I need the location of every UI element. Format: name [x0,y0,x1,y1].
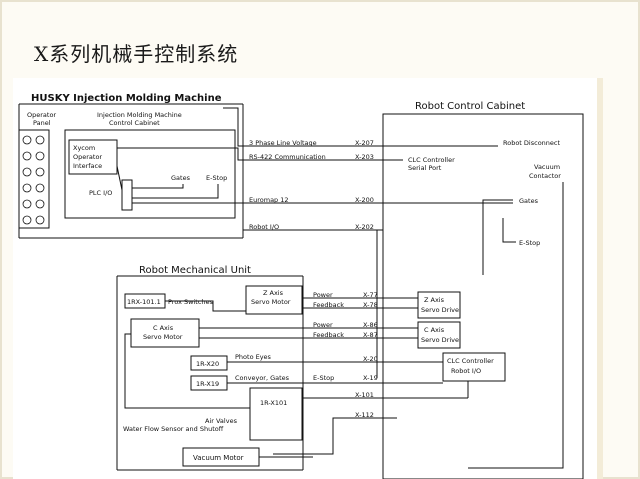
slide-title: X系列机械手控制系统 [34,42,239,66]
link-3phase-x: X-207 [355,139,374,147]
c-axis-motor-label-1: C Axis [153,324,174,332]
c-axis-servo-motor [130,318,200,348]
decorative-bar [597,78,603,479]
clc-controller-robot-io [442,352,506,382]
diagram-panel: HUSKY Injection Molding Machine Operator… [13,78,597,479]
mech-left-bus [124,333,250,409]
link-3phase-wire [223,107,498,147]
imm-cabinet-label-1: Injection Molding Machine [97,111,182,119]
x19-label: X-19 [363,374,378,382]
operator-panel [18,129,50,229]
clc-serial-label-2: Serial Port [408,164,442,172]
xycom-label-2: Operator [73,153,102,161]
c-drive-label-2: Servo Drive [421,336,459,344]
operator-panel-label-2: Panel [33,119,51,127]
power-2-label: Power [313,321,333,329]
irx-label: 1RX-101.1 [127,298,161,306]
xycom-label-1: Xycom [73,144,95,152]
robot-control-cabinet [382,113,584,479]
plc-io-label: PLC I/O [89,189,112,197]
link-3phase-label: 3 Phase Line Voltage [249,139,317,147]
vacuum-contactor-label-2: Contactor [529,172,561,180]
robot-cabinet-title: Robot Control Cabinet [415,101,525,112]
x78-label: X-78 [363,301,378,309]
estop-label: E-Stop [206,174,227,182]
link-robotio-x: X-202 [355,223,374,231]
estop-right-label: E-Stop [519,239,540,247]
conveyor-gates-label: Conveyor, Gates [235,374,290,382]
feedback-2-label: Feedback [313,331,344,339]
gates-label: Gates [171,174,191,182]
plc-io-box [121,179,133,211]
x112-wire [273,417,397,455]
imm-cabinet-box [64,129,236,219]
ir-x101-label: 1R-X101 [260,399,287,407]
link-robotio-label: Robot I/O [249,223,279,231]
z-drive-label-1: Z Axis [424,296,445,304]
clc-robotio-label-2: Robot I/O [451,367,481,375]
operator-panel-buttons [22,135,45,225]
mech-unit-title: Robot Mechanical Unit [139,265,251,276]
husky-title: HUSKY Injection Molding Machine [31,93,222,104]
vacuum-motor-label: Vacuum Motor [193,454,244,462]
z-axis-motor-label-1: Z Axis [263,289,284,297]
xycom-plc-wire [116,165,123,191]
operator-panel-label-1: Operator [27,111,56,119]
clc-robotio-label-1: CLC Controller [447,357,494,365]
z-drive-label-2: Servo Drive [421,306,459,314]
link-rs422-wire [117,147,403,161]
x86-label: X-86 [363,321,378,329]
air-valves-label-1: Air Valves [205,417,238,425]
link-euromap-label: Euromap 12 [249,196,289,204]
xycom-interface [68,139,118,175]
prox-switches-label: Prox Switches [168,298,214,306]
power-1-label: Power [313,291,333,299]
ir-x19-label: 1R-X19 [196,380,219,388]
imm-cabinet-label-2: Control Cabinet [109,119,160,127]
robot-disconnect-label: Robot Disconnect [503,139,560,147]
estop-mid-label: E-Stop [313,374,334,382]
z-axis-motor-label-2: Servo Motor [251,298,291,306]
link-rs422-x: X-203 [355,153,374,161]
z-axis-servo-drive [417,291,461,319]
estop-right-wire [502,218,516,243]
gates-right-wire [482,199,513,275]
estop-wire [132,184,219,199]
air-valves-label-2: Water Flow Sensor and Shutoff [123,425,224,433]
ir-x20-label: 1R-X20 [196,360,219,368]
link-euromap-x: X-200 [355,196,374,204]
c-axis-servo-drive [417,321,461,349]
c-drive-label-1: C Axis [424,326,445,334]
x77-label: X-77 [363,291,378,299]
ir-x101-box [249,387,303,441]
gates-wire [132,184,184,189]
ir-x20-box [190,355,228,371]
gates-right-label: Gates [519,197,539,205]
x87-label: X-87 [363,331,378,339]
vacuum-contactor-label-1: Vacuum [534,163,560,171]
c-axis-motor-label-2: Servo Motor [143,333,183,341]
prox-wire [165,300,246,312]
x101-label: X-101 [355,391,374,399]
x20-label: X-20 [363,355,378,363]
link-rs422-label: RS-422 Communication [249,153,326,161]
clc-serial-label-1: CLC Controller [408,156,455,164]
x112-label: X-112 [355,411,374,419]
control-system-diagram: HUSKY Injection Molding Machine Operator… [18,93,584,479]
photo-eyes-label: Photo Eyes [235,353,272,361]
feedback-1-label: Feedback [313,301,344,309]
vacuum-contactor-wire [468,182,564,469]
xycom-label-3: Interface [73,162,102,170]
z-axis-servo-motor [245,285,303,315]
